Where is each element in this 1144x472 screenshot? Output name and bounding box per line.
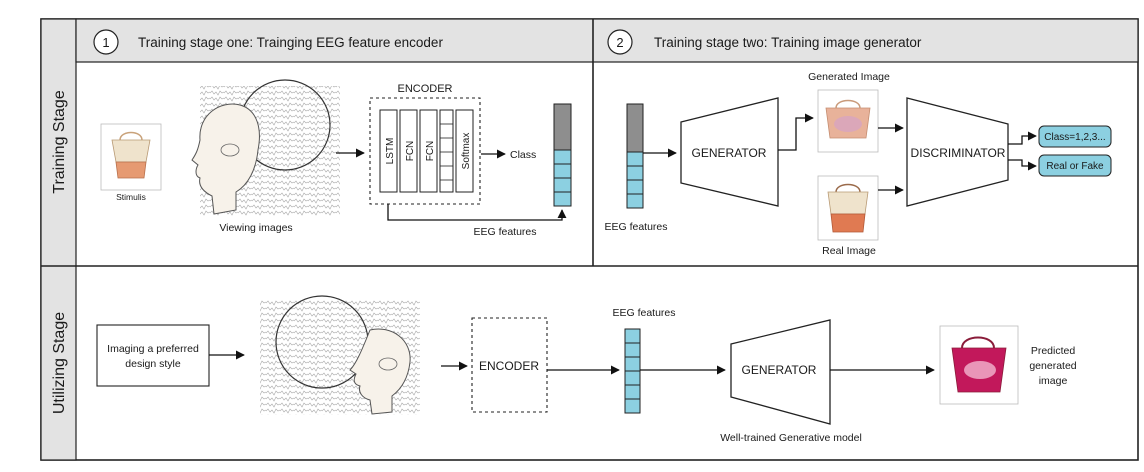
eeg-feature-vector-1 xyxy=(553,103,572,207)
layer-fcn-2-label: FCN xyxy=(425,141,436,162)
arrow-generator-to-generated xyxy=(778,113,814,151)
eeg-head-illustration-1 xyxy=(191,79,340,216)
discriminator-label: DISCRIMINATOR xyxy=(911,146,1006,160)
generator-label-2: GENERATOR xyxy=(742,363,817,377)
layer-softmax xyxy=(455,109,474,193)
real-image-label: Real Image xyxy=(822,245,876,257)
arrow-to-class-output xyxy=(1008,131,1037,145)
encoder-block-2 xyxy=(471,317,548,413)
generator-trapezoid-2 xyxy=(730,319,831,425)
arrow-to-real-fake-output xyxy=(1008,159,1037,171)
layer-fcn-1 xyxy=(399,109,418,193)
arrow-lstm-to-features xyxy=(387,204,567,221)
predicted-label-line1: Predicted xyxy=(1031,345,1076,357)
stage-two-title: Training stage two: Training image gener… xyxy=(654,35,922,50)
stage-header-bar xyxy=(75,18,1139,63)
encoder-label-2: ENCODER xyxy=(479,359,539,373)
generator-trapezoid-1 xyxy=(680,97,779,207)
stimulus-image xyxy=(100,123,162,191)
layer-stacked xyxy=(439,109,454,193)
real-fake-output-label: Real or Fake xyxy=(1046,161,1104,172)
utilizing-stage-label: Utilizing Stage xyxy=(51,312,68,414)
viewing-images-label: Viewing images xyxy=(219,222,292,234)
predicted-label-line2: generated xyxy=(1029,360,1076,372)
class-output-label: Class=1,2,3... xyxy=(1044,132,1105,143)
predicted-label-line3: image xyxy=(1039,375,1068,387)
stimulus-label: Stimulis xyxy=(116,192,146,202)
layer-fcn-1-label: FCN xyxy=(405,141,416,162)
real-image xyxy=(817,175,879,241)
generated-image-label: Generated Image xyxy=(808,71,890,83)
imagining-label-line2: design style xyxy=(125,358,181,370)
layer-softmax-label: Softmax xyxy=(461,133,472,170)
generated-image xyxy=(817,89,879,153)
layer-fcn-2 xyxy=(419,109,438,193)
stage-one-number-badge xyxy=(93,29,119,55)
row-label-column xyxy=(40,18,77,461)
predicted-image xyxy=(939,325,1019,405)
layer-lstm-label: LSTM xyxy=(385,138,396,165)
layer-lstm xyxy=(379,109,398,193)
stage-two-number: 2 xyxy=(616,35,623,50)
stage-one-number: 1 xyxy=(102,35,109,50)
training-stage-label: Training Stage xyxy=(51,90,68,194)
encoder-layers: LSTM FCN FCN Softmax xyxy=(379,109,474,193)
class-label: Class xyxy=(510,149,536,161)
stage-one-title: Training stage one: Trainging EEG featur… xyxy=(138,35,443,50)
encoder-title: ENCODER xyxy=(397,83,452,95)
stage-two-number-badge xyxy=(607,29,633,55)
discriminator-trapezoid xyxy=(906,97,1009,207)
imagining-label-line1: Imaging a preferred xyxy=(107,343,199,355)
class-output-box xyxy=(1038,125,1112,148)
eeg-feature-vector-3 xyxy=(624,328,641,414)
eeg-features-label-3: EEG features xyxy=(612,307,675,319)
eeg-features-label-1: EEG features xyxy=(473,226,536,238)
encoder-block xyxy=(369,97,481,205)
model-caption: Well-trained Generative model xyxy=(720,432,862,444)
eeg-head-illustration-2 xyxy=(260,295,420,415)
eeg-features-label-2: EEG features xyxy=(604,221,667,233)
eeg-feature-vector-2 xyxy=(626,103,644,209)
real-fake-output-box xyxy=(1038,154,1112,177)
generator-label-1: GENERATOR xyxy=(692,146,767,160)
imagining-box xyxy=(96,324,210,387)
